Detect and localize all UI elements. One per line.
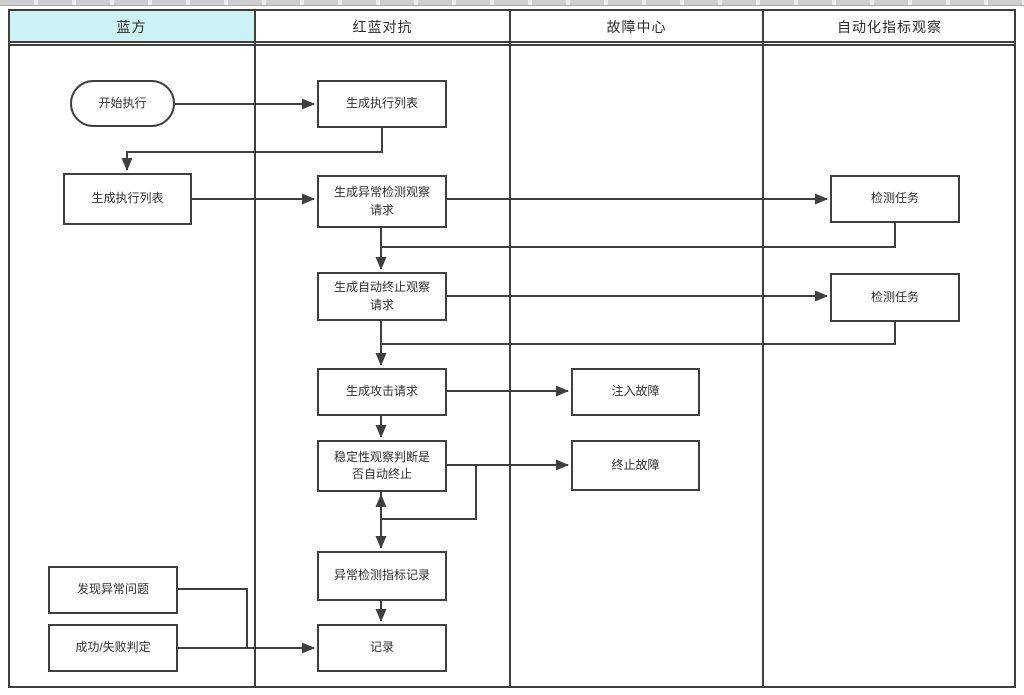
node-inject-fault[interactable]: 注入故障 (571, 368, 700, 416)
edge-found-issue-elbow (178, 588, 248, 648)
node-stop-fault[interactable]: 终止故障 (571, 440, 700, 491)
lane-header-fault-center[interactable]: 故障中心 (606, 18, 667, 35)
node-anomaly-detect-request[interactable]: 生成异常检测观察 请求 (317, 175, 447, 228)
node-detect-task-2[interactable]: 检测任务 (830, 273, 960, 322)
node-anomaly-metric-record[interactable]: 异常检测指标记录 (317, 551, 447, 601)
node-start[interactable]: 开始执行 (70, 80, 175, 127)
edge-detect-task-1-return (382, 223, 896, 248)
edge-red-exec-list-to-blue-exec-list (121, 128, 383, 171)
node-attack-request[interactable]: 生成攻击请求 (317, 368, 447, 416)
swimlane-grid (8, 9, 1016, 688)
node-success-fail-judge[interactable]: 成功/失败判定 (48, 624, 178, 672)
node-auto-stop-request[interactable]: 生成自动终止观察 请求 (317, 272, 447, 321)
lane-header-auto-metric-observation[interactable]: 自动化指标观察 (837, 18, 942, 35)
lane-header-blue-team[interactable]: 蓝方 (116, 18, 147, 35)
node-red-exec-list[interactable]: 生成执行列表 (317, 80, 447, 128)
node-blue-exec-list[interactable]: 生成执行列表 (63, 173, 192, 225)
node-found-issue[interactable]: 发现异常问题 (48, 566, 178, 614)
node-stability-judge[interactable]: 稳定性观察判断是 否自动终止 (317, 440, 447, 492)
edge-detect-task-2-return (382, 322, 896, 345)
cropped-toolbar-strip (0, 0, 1024, 6)
node-detect-task-1[interactable]: 检测任务 (830, 175, 960, 223)
lane-header-red-blue-confrontation[interactable]: 红蓝对抗 (352, 18, 413, 35)
node-record[interactable]: 记录 (317, 624, 447, 672)
lane-blue-highlight (10, 11, 254, 41)
